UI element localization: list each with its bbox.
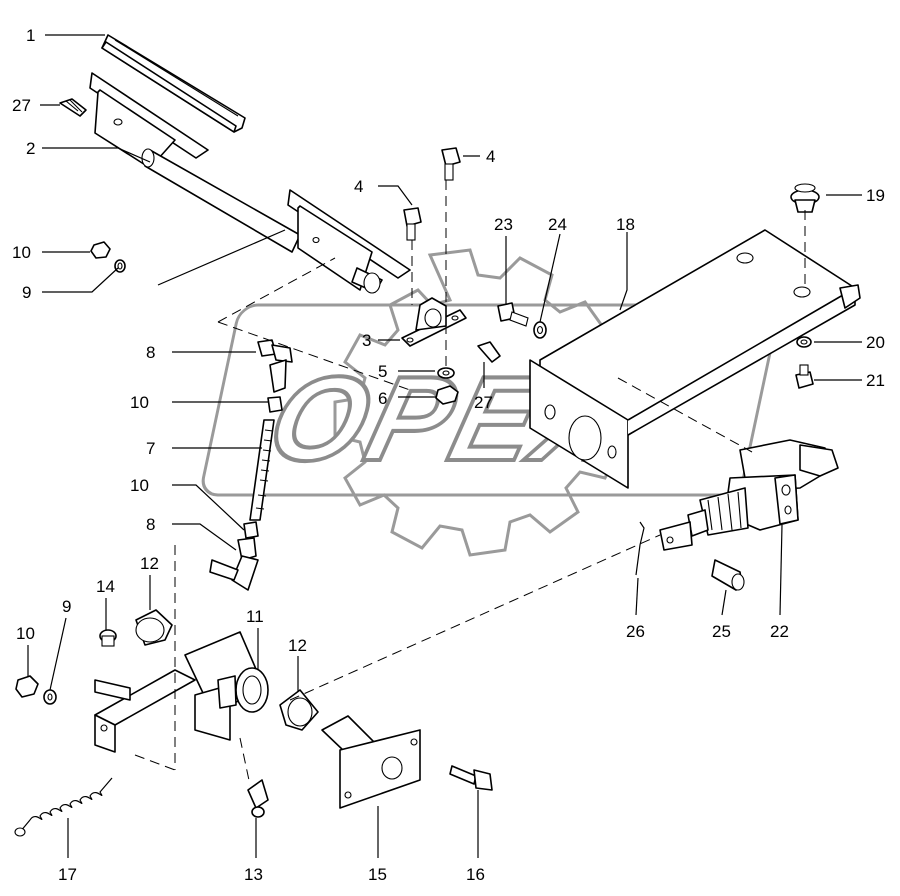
grommet-19	[790, 183, 820, 213]
nut-10a	[90, 241, 111, 259]
lever-bracket	[94, 669, 196, 753]
callout-24: 24	[548, 215, 567, 234]
pivot-sleeve-11	[184, 631, 269, 741]
callout-27: 27	[474, 393, 493, 412]
nut-10c	[243, 521, 259, 539]
callout-3: 3	[362, 331, 371, 350]
nut-10b	[267, 396, 283, 413]
pedal-pad-1	[101, 34, 246, 133]
grease-nipple-13	[247, 779, 269, 818]
callout-10: 10	[130, 393, 149, 412]
callout-4: 4	[486, 147, 495, 166]
callout-20: 20	[866, 333, 885, 352]
callout-11: 11	[246, 607, 264, 626]
nut-10d	[15, 675, 39, 698]
callout-26: 26	[626, 622, 645, 641]
callout-18: 18	[616, 215, 635, 234]
callout-10: 10	[130, 476, 149, 495]
leader-lines	[27, 34, 862, 858]
callout-15: 15	[368, 865, 387, 884]
callout-2: 2	[26, 139, 35, 158]
callout-22: 22	[770, 622, 789, 641]
bolt-4b	[403, 207, 422, 241]
bracket-18	[529, 229, 861, 489]
grease-nipple-27b	[477, 341, 501, 363]
callout-17: 17	[58, 865, 77, 884]
bracket-15	[321, 715, 421, 809]
bearing-block-3	[401, 297, 467, 347]
rod-end-8a	[257, 339, 293, 393]
master-cylinder-22	[659, 439, 839, 551]
rod-end-8b	[209, 537, 259, 591]
callout-12: 12	[288, 636, 307, 655]
bolt-14	[99, 629, 117, 647]
callout-25: 25	[712, 622, 731, 641]
washer-9b	[43, 689, 57, 705]
callout-10: 10	[16, 624, 35, 643]
callout-5: 5	[378, 362, 387, 381]
bolt-23	[497, 302, 529, 327]
watermark-gear	[333, 248, 630, 557]
callout-21: 21	[866, 371, 885, 390]
callout-9: 9	[62, 597, 71, 616]
bolt-16	[449, 765, 493, 791]
callout-23: 23	[494, 215, 513, 234]
callout-19: 19	[866, 186, 885, 205]
washer-5	[437, 367, 455, 379]
callout-10: 10	[12, 243, 31, 262]
callout-16: 16	[466, 865, 485, 884]
split-pin-26	[635, 521, 645, 576]
bolt-4a	[441, 147, 461, 181]
callout-27: 27	[12, 96, 31, 115]
rod-7	[249, 419, 275, 521]
callout-7: 7	[146, 439, 155, 458]
spring-17	[14, 777, 113, 837]
callout-labels: 1 27 2 10 9 4 4 3 5 6 27 23 24 18 19 20 …	[12, 26, 885, 884]
washer-24	[533, 321, 547, 339]
callout-9: 9	[22, 283, 31, 302]
bolt-21	[795, 364, 814, 389]
bushing-12a	[135, 609, 173, 646]
callout-12: 12	[140, 554, 159, 573]
grease-nipple-27a	[59, 98, 87, 117]
nut-6	[435, 385, 459, 405]
callout-13: 13	[244, 865, 263, 884]
callout-14: 14	[96, 577, 115, 596]
clevis-pin-25	[711, 559, 745, 591]
callout-8: 8	[146, 515, 155, 534]
callout-1: 1	[26, 26, 35, 45]
bushing-12b	[279, 689, 319, 731]
callout-8: 8	[146, 343, 155, 362]
callout-4: 4	[354, 177, 363, 196]
callout-6: 6	[378, 389, 387, 408]
washer-20	[796, 336, 812, 348]
assembly-dash-lines	[134, 180, 806, 786]
